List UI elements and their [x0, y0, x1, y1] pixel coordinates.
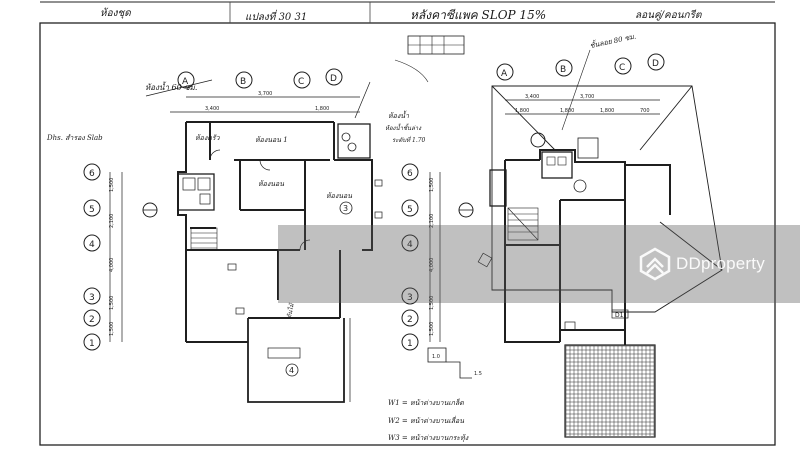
legend-detail-box: [427, 347, 447, 363]
left-plan: A B C D 6 5 4 3 2 1 3,400 3,700 1,800 1,…: [46, 35, 465, 403]
svg-text:3,700: 3,700: [580, 94, 594, 100]
svg-text:700: 700: [640, 108, 650, 114]
svg-text:3,700: 3,700: [258, 91, 272, 97]
svg-text:2,100: 2,100: [109, 214, 115, 228]
svg-text:1,800: 1,800: [560, 108, 574, 114]
svg-text:1,500: 1,500: [109, 322, 115, 336]
legend-line-2: W2 = หน้าต่างบานเลื่อน: [388, 415, 464, 425]
header-roof-title: หลังคาซีแพค SLOP 15%: [410, 8, 546, 22]
svg-text:4,000: 4,000: [109, 258, 115, 272]
door-tag-d1: D1: [615, 312, 624, 319]
left-grid-columns: A B C D: [177, 68, 343, 89]
room-label-bed1: ห้องนอน 1: [255, 136, 288, 144]
svg-text:4: 4: [89, 240, 95, 250]
svg-text:6: 6: [89, 169, 95, 179]
room-label-bed2: ห้องนอน: [326, 192, 352, 200]
svg-text:2: 2: [89, 315, 95, 325]
svg-text:B: B: [560, 65, 566, 75]
left-col-C: C: [298, 77, 304, 87]
sheet-border: [39, 22, 776, 446]
svg-text:1: 1: [407, 339, 413, 349]
svg-text:4,000: 4,000: [429, 258, 435, 272]
ddproperty-logo-icon: [639, 247, 671, 281]
anno-bath: ห้องน้ำ: [388, 110, 410, 120]
right-stair: [507, 207, 539, 241]
left-annex: [247, 318, 345, 403]
svg-text:1,500: 1,500: [109, 296, 115, 310]
anno-bath-ground: ห้องน้ำชั้นล่าง: [385, 123, 422, 132]
anno-slab: Dhs. สำรอง Slab: [46, 134, 103, 142]
svg-text:3: 3: [89, 293, 95, 303]
legend-line-3: W3 = หน้าต่างบานกระทุ้ง: [388, 434, 469, 442]
room-number-3: 3: [343, 204, 348, 213]
svg-text:1,500: 1,500: [429, 296, 435, 310]
room-number-4: 4: [289, 366, 294, 375]
svg-text:3,400: 3,400: [205, 106, 219, 112]
left-grid-rows: 6 5 4 3 2 1: [83, 163, 101, 351]
svg-text:3: 3: [407, 293, 413, 303]
anno-bath-60: ห้องน้ำ 60 ซม.: [145, 81, 197, 92]
right-grid-columns: A B C D: [496, 53, 665, 81]
right-hatched-deck: [564, 344, 656, 438]
svg-text:D: D: [652, 59, 659, 69]
svg-text:1,800: 1,800: [315, 106, 329, 112]
right-walls: [504, 149, 671, 345]
right-grid-rows: 6 5 4 3 2 1: [401, 163, 419, 351]
svg-text:1,800: 1,800: [515, 108, 529, 114]
svg-text:1,500: 1,500: [429, 322, 435, 336]
room-label-kitchen: ห้องครัว: [195, 134, 221, 142]
deck-hatch: [565, 345, 655, 436]
svg-text:C: C: [619, 63, 625, 73]
legend-detail-b: 1.5: [474, 371, 482, 377]
room-label-living: ห้องนอน: [258, 180, 284, 188]
svg-text:4: 4: [407, 240, 413, 250]
left-col-D: D: [330, 74, 337, 84]
header-left-note: ห้องชุด: [100, 7, 131, 19]
legend-detail-a: 1.0: [432, 354, 440, 360]
anno-tree: ต้นไม้: [285, 301, 296, 319]
anno-mezzanine: ชั้นลอย 80 ซม.: [589, 31, 637, 51]
svg-text:A: A: [501, 69, 508, 79]
svg-text:1: 1: [89, 339, 95, 349]
anno-level: ระดับที่ 1.70: [392, 135, 426, 144]
svg-text:1,500: 1,500: [109, 178, 115, 192]
svg-text:5: 5: [89, 205, 95, 215]
svg-text:6: 6: [407, 169, 413, 179]
watermark-text: DDproperty: [676, 254, 765, 273]
legend-line-1: W1 = หน้าต่างบานเกล็ด: [388, 398, 464, 407]
left-col-A: A: [182, 77, 189, 87]
header-roof-note: ลอนคู่/คอนกรีต: [635, 9, 702, 21]
svg-text:2: 2: [407, 315, 413, 325]
watermark-band: [278, 225, 800, 303]
svg-text:1,800: 1,800: [600, 108, 614, 114]
svg-text:1,500: 1,500: [429, 178, 435, 192]
legend: 1.0 1.5 W1 = หน้าต่างบานเกล็ด W2 = หน้าต…: [388, 347, 482, 442]
left-col-B: B: [240, 77, 246, 87]
left-stair: [190, 227, 218, 251]
svg-text:5: 5: [407, 205, 413, 215]
svg-text:3,400: 3,400: [525, 94, 539, 100]
svg-text:2,100: 2,100: [429, 214, 435, 228]
header-sheet-no: แปลงที่ 30 31: [245, 9, 307, 23]
